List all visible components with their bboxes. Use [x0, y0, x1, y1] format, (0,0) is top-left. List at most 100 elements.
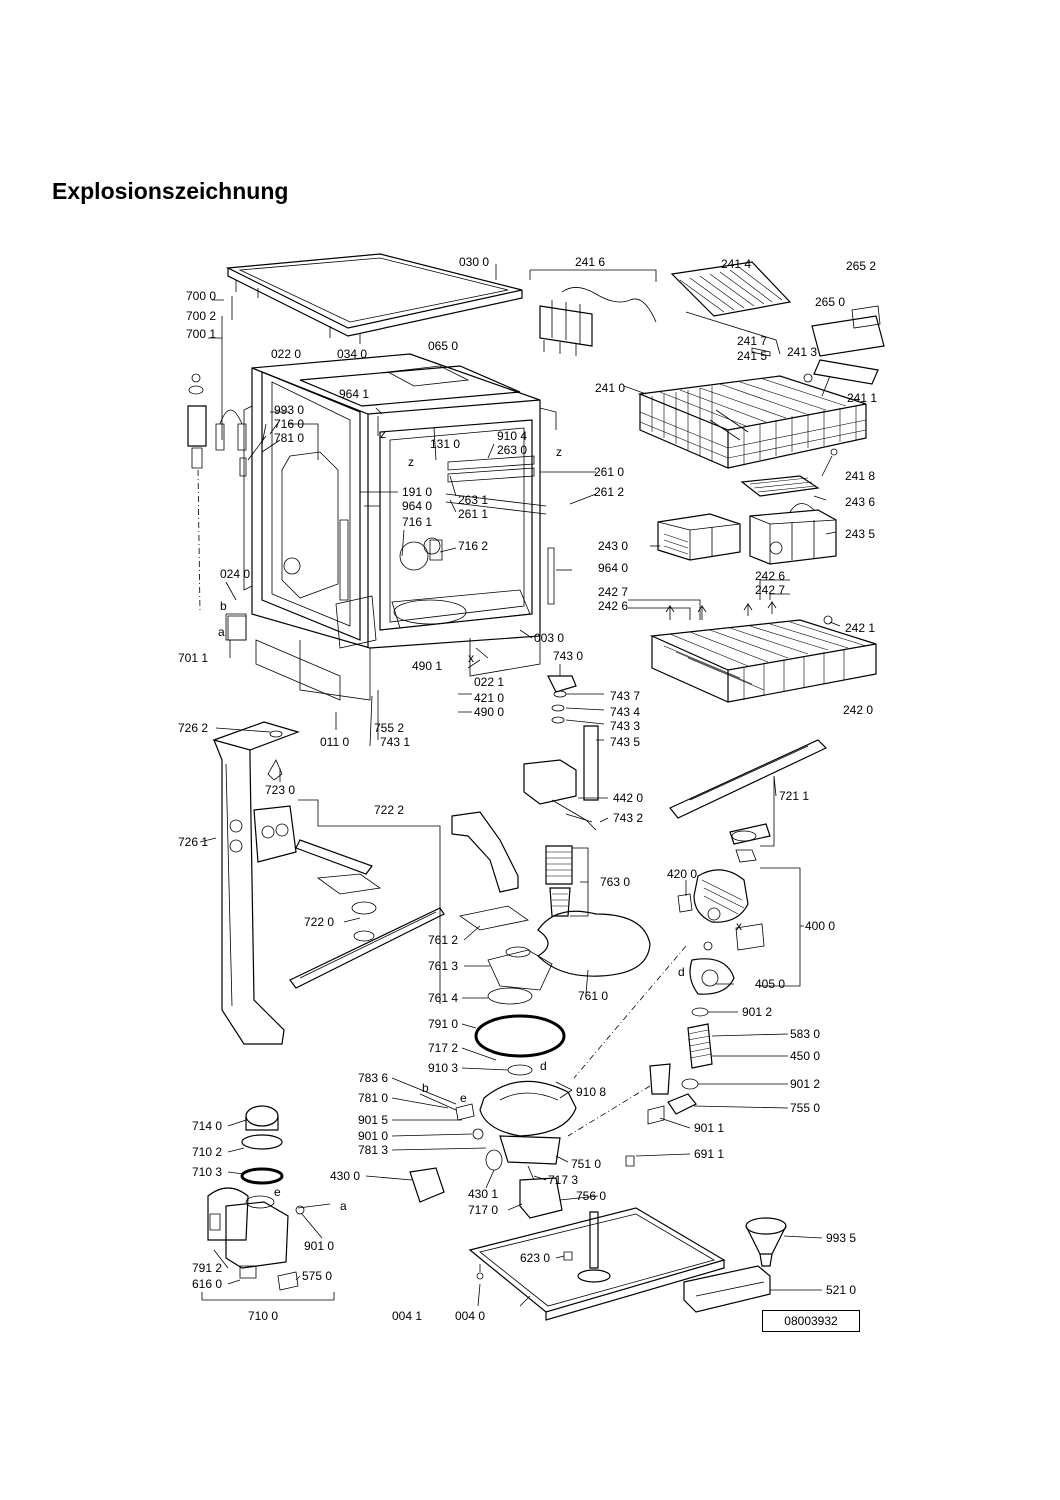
part-label: 761 4 — [428, 991, 458, 1005]
part-label: 243 5 — [845, 527, 875, 541]
part-label: 716 2 — [458, 539, 488, 553]
part-label: 743 3 — [610, 719, 640, 733]
marker-letter: b — [220, 599, 227, 613]
part-label: 263 1 — [458, 493, 488, 507]
water-distributor-parts — [523, 675, 599, 831]
marker-letter: a — [218, 625, 225, 639]
circulation-pump — [647, 867, 801, 1125]
part-label: 723 0 — [265, 783, 295, 797]
part-label: 261 2 — [594, 485, 624, 499]
part-label: 034 0 — [337, 347, 367, 361]
lower-basket — [649, 600, 877, 703]
part-label: 241 1 — [847, 391, 877, 405]
part-label: 242 6 — [598, 599, 628, 613]
part-label: 243 6 — [845, 495, 875, 509]
part-label: 700 1 — [186, 327, 216, 341]
part-label: 400 0 — [805, 919, 835, 933]
part-label: 024 0 — [220, 567, 250, 581]
part-label: 743 7 — [610, 689, 640, 703]
part-label: 450 0 — [790, 1049, 820, 1063]
marker-letter: z — [408, 455, 414, 469]
part-label: 490 1 — [412, 659, 442, 673]
part-label: 011 0 — [320, 735, 349, 749]
part-label: 710 3 — [192, 1165, 222, 1179]
part-label: 241 7 — [737, 334, 767, 348]
marker-letter: d — [678, 965, 685, 979]
part-label: 910 8 — [576, 1085, 606, 1099]
part-label: 714 0 — [192, 1119, 222, 1133]
lower-spray-arm — [669, 739, 828, 863]
part-label: 964 0 — [402, 499, 432, 513]
part-label: 521 0 — [826, 1283, 856, 1297]
part-label: 910 4 — [497, 429, 527, 443]
part-label: 710 0 — [248, 1309, 278, 1323]
part-label: 910 3 — [428, 1061, 458, 1075]
part-label: 791 2 — [192, 1261, 222, 1275]
part-label: 781 0 — [358, 1091, 388, 1105]
part-label: 722 0 — [304, 915, 334, 929]
part-label: 993 5 — [826, 1231, 856, 1245]
part-label: 761 2 — [428, 933, 458, 947]
part-label: 716 1 — [402, 515, 432, 529]
upper-basket-accessories — [529, 261, 885, 385]
part-label: 691 1 — [694, 1147, 724, 1161]
part-label: 761 0 — [578, 989, 608, 1003]
part-label: 241 5 — [737, 349, 767, 363]
part-label: 241 3 — [787, 345, 817, 359]
part-label: 623 0 — [520, 1251, 550, 1265]
part-label: 616 0 — [192, 1277, 222, 1291]
part-label: 261 0 — [594, 465, 624, 479]
part-label: 442 0 — [613, 791, 643, 805]
part-label: 022 1 — [474, 675, 504, 689]
part-label: 004 0 — [455, 1309, 485, 1323]
part-label: 004 1 — [392, 1309, 422, 1323]
marker-letter: x — [468, 651, 474, 665]
part-label: 901 2 — [790, 1077, 820, 1091]
part-label: 726 1 — [178, 835, 208, 849]
part-label: 755 2 — [374, 721, 404, 735]
marker-letter: z — [556, 445, 562, 459]
part-label: 901 2 — [742, 1005, 772, 1019]
cutlery-baskets — [657, 475, 837, 565]
part-label: 901 0 — [304, 1239, 334, 1253]
part-label: 901 1 — [694, 1121, 724, 1135]
page-title: Explosionszeichnung — [52, 178, 289, 204]
upper-spray-arm-assembly — [212, 721, 445, 1045]
part-label: 743 4 — [610, 705, 640, 719]
part-label: 243 0 — [598, 539, 628, 553]
part-label: 743 2 — [613, 811, 643, 825]
part-label: 901 0 — [358, 1129, 388, 1143]
part-label: 791 0 — [428, 1017, 458, 1031]
part-labels: 030 0 241 6 241 4 265 2 700 0 265 0 700 … — [178, 255, 877, 1323]
part-label: 722 2 — [374, 803, 404, 817]
part-label: 964 1 — [339, 387, 369, 401]
part-label: 763 0 — [600, 875, 630, 889]
part-label: 755 0 — [790, 1101, 820, 1115]
document-number: 08003932 — [762, 1310, 860, 1332]
leader-lines — [199, 264, 841, 1307]
part-label: 743 1 — [380, 735, 410, 749]
tub-cabinet — [251, 353, 557, 701]
part-label: 781 3 — [358, 1143, 388, 1157]
part-label: 751 0 — [571, 1157, 601, 1171]
part-label: 191 0 — [402, 485, 432, 499]
part-label: 721 1 — [779, 789, 809, 803]
part-label: 717 2 — [428, 1041, 458, 1055]
part-label: 265 2 — [846, 259, 876, 273]
part-label: 242 7 — [598, 585, 628, 599]
marker-letter: e — [274, 1185, 281, 1199]
part-label: 743 5 — [610, 735, 640, 749]
water-softener — [201, 1105, 335, 1301]
part-label: 901 5 — [358, 1113, 388, 1127]
part-label: 993 0 — [274, 403, 304, 417]
marker-letter: e — [460, 1091, 467, 1105]
part-label: 716 0 — [274, 417, 304, 431]
part-label: 490 0 — [474, 705, 504, 719]
part-label: 241 6 — [575, 255, 605, 269]
part-label: 783 6 — [358, 1071, 388, 1085]
part-label: 405 0 — [755, 977, 785, 991]
part-label: 700 0 — [186, 289, 216, 303]
part-label: 003 0 — [534, 631, 564, 645]
connection-markers: z z z x x b b a a d d e e — [218, 427, 742, 1213]
misc-parts — [625, 1155, 787, 1313]
